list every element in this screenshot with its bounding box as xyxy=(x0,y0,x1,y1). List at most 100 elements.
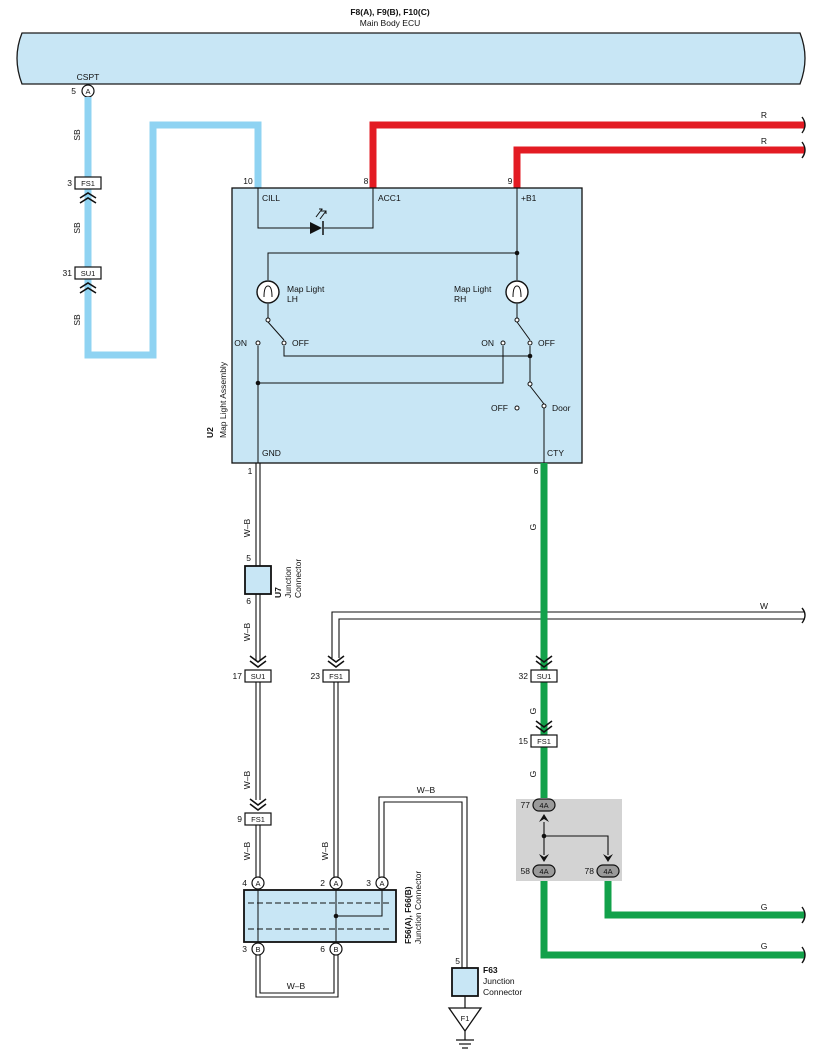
wb-wire-gnd: W–B W–B W–B W–B xyxy=(242,463,261,877)
wb-wire-f63: W–B xyxy=(378,785,468,968)
junction-dot xyxy=(527,353,533,359)
f63-line1: Junction xyxy=(483,976,515,986)
sb-label-2: SB xyxy=(72,222,82,234)
switch-off-right: OFF xyxy=(538,338,555,348)
g-label-3: G xyxy=(528,771,538,778)
wb-label-7: W–B xyxy=(287,981,306,991)
chevron-icon xyxy=(79,197,97,204)
wb-label-1: W–B xyxy=(242,518,252,537)
internal-wiring xyxy=(257,188,545,463)
f63-pin: 5 xyxy=(455,956,460,966)
sb-label-3: SB xyxy=(72,314,82,326)
connector-pin: 15 xyxy=(519,736,529,746)
connector-pin: 31 xyxy=(63,268,73,278)
f56-pin-num: 2 xyxy=(320,878,325,888)
connector-label: FS1 xyxy=(251,815,265,824)
arrow-down-icon xyxy=(603,854,613,862)
junction-dot xyxy=(333,913,339,919)
chevron-icon xyxy=(79,192,97,199)
f56-id: F56(A), F66(B) xyxy=(403,886,413,944)
u7-pin-bottom: 6 xyxy=(246,596,251,606)
connector-label: SU1 xyxy=(251,672,266,681)
connector-su1-top: SU1 31 xyxy=(63,266,102,294)
f56-junction-connector: A 4 A 2 A 3 B 3 B 6 F56(A), F66(B) Junct… xyxy=(242,871,423,956)
lamp-lh-icon xyxy=(256,280,280,304)
switch-door: Door xyxy=(552,403,571,413)
map-light-assembly: U2 Map Light Assembly 10 8 9 CILL ACC1 +… xyxy=(205,176,583,476)
chevron-icon xyxy=(79,287,97,294)
f56-pin-letter: B xyxy=(255,945,260,954)
wire-break-icon xyxy=(801,906,806,924)
junction-block-4a: 4A 77 4A 58 4A 78 xyxy=(516,798,622,881)
green-wire-78 xyxy=(604,877,805,919)
ground-triangle xyxy=(447,1007,483,1033)
wb-label-3: W–B xyxy=(242,770,252,789)
ecu-bar xyxy=(16,32,806,85)
u7-pin-top: 5 xyxy=(246,553,251,563)
junction-4a-label: 4A xyxy=(603,867,612,876)
terminal-acc1-num: 8 xyxy=(364,176,369,186)
connector-pin: 32 xyxy=(519,671,529,681)
chevron-icon xyxy=(535,725,553,733)
chevron-icon xyxy=(535,655,553,663)
terminal-gnd-num: 1 xyxy=(248,466,253,476)
terminal-b1-num: 9 xyxy=(508,176,513,186)
ecu-pin-number: 5 xyxy=(71,86,76,96)
connector-fs1-right: FS1 15 xyxy=(519,720,558,748)
ground-label: F1 xyxy=(461,1014,470,1023)
connector-label: SU1 xyxy=(81,269,96,278)
junction-dot xyxy=(541,833,547,839)
terminal-cill-label: CILL xyxy=(262,193,280,203)
junction-4a-label: 4A xyxy=(539,801,548,810)
assembly-box xyxy=(231,187,583,464)
terminal-cty-label: CTY xyxy=(547,448,564,458)
f63-line2: Connector xyxy=(483,987,522,997)
sb-wire: SB SB SB xyxy=(72,97,262,359)
green-wire-58 xyxy=(540,877,805,959)
f56-pin-num: 6 xyxy=(320,944,325,954)
assembly-name: Map Light Assembly xyxy=(218,361,228,438)
u7-junction-connector: 5 6 U7 Junction Connector xyxy=(244,553,303,606)
switch-contacts xyxy=(255,317,547,411)
chevron-icon xyxy=(327,655,345,663)
ecu-ids: F8(A), F9(B), F10(C) xyxy=(350,7,430,17)
r-label-2: R xyxy=(761,136,767,146)
chevron-icon xyxy=(535,660,553,668)
lamp-rh-label-2: RH xyxy=(454,294,466,304)
g-label-4: G xyxy=(761,902,768,912)
sb-wire-line xyxy=(84,97,262,359)
arrow-down-icon xyxy=(539,854,549,862)
f56-pin-letter: A xyxy=(379,879,384,888)
terminal-acc1-label: ACC1 xyxy=(378,193,401,203)
ground-f1: F1 xyxy=(447,1007,483,1049)
junction-4a-pin: 58 xyxy=(521,866,531,876)
chevron-icon xyxy=(249,798,267,806)
terminal-gnd-label: GND xyxy=(262,448,281,458)
chevron-icon xyxy=(249,803,267,811)
wb-label-2: W–B xyxy=(242,622,252,641)
g-label-1: G xyxy=(528,524,538,531)
junction-4a-label: 4A xyxy=(539,867,548,876)
u7-id: U7 xyxy=(273,587,283,598)
chevron-icon xyxy=(249,655,267,663)
wire-break-icon xyxy=(801,141,806,159)
connector-pin: 17 xyxy=(233,671,243,681)
connector-label: FS1 xyxy=(329,672,343,681)
junction-dot xyxy=(514,250,520,256)
chevron-icon xyxy=(249,660,267,668)
ecu-pin-name: CSPT xyxy=(77,72,100,82)
wire-break-icon xyxy=(801,946,806,964)
wb-wire-bottom: W–B xyxy=(255,955,339,998)
f63-junction-connector: 5 F63 Junction Connector xyxy=(451,956,522,1008)
f56-pin-letter: A xyxy=(333,879,338,888)
junction-dot xyxy=(255,380,261,386)
f56-pin-num: 4 xyxy=(242,878,247,888)
lamp-rh-label-1: Map Light xyxy=(454,284,492,294)
red-wire-b1 xyxy=(513,146,805,188)
red-wires: R R xyxy=(369,110,806,188)
u7-line1: Junction xyxy=(283,566,293,598)
terminal-cill-num: 10 xyxy=(243,176,253,186)
g-label-5: G xyxy=(761,941,768,951)
connector-label: FS1 xyxy=(537,737,551,746)
connector-pin: 3 xyxy=(67,178,72,188)
